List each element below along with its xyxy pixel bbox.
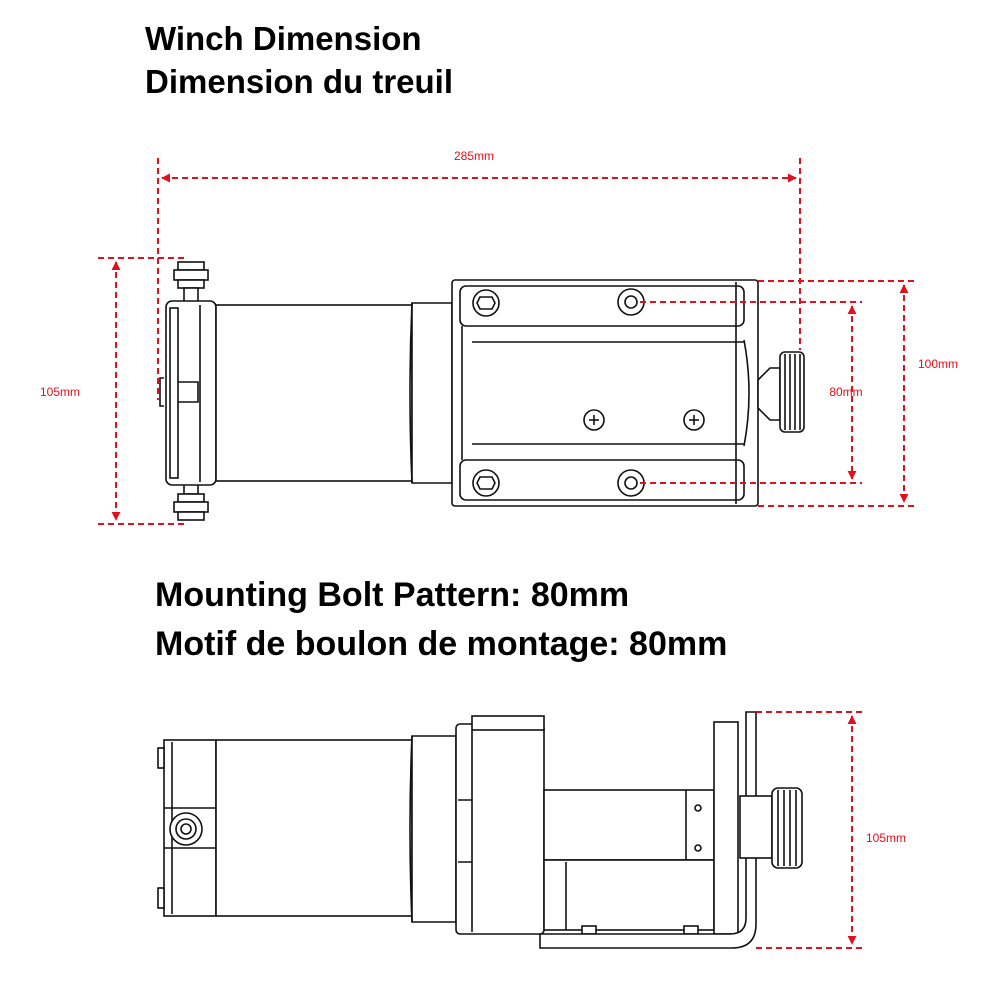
motor-end-cap: [159, 300, 225, 486]
hex-bolt-bottom: [472, 469, 500, 497]
dimension-bolt-spacing-label: 80mm: [829, 385, 862, 399]
dimension-lines-top: [98, 158, 914, 525]
winch-top-view: [159, 261, 805, 521]
dimension-lines-side: [756, 711, 864, 949]
phillips-screw-left: [583, 409, 605, 431]
winch-side-view: [157, 711, 803, 949]
phillips-screw-right: [683, 409, 705, 431]
motor-collar: [411, 302, 453, 484]
clutch-knob-top: [757, 351, 805, 433]
drum-side: [543, 789, 715, 935]
clutch-knob-side: [739, 787, 803, 869]
motor-body: [215, 304, 413, 482]
dimension-base-width-label: 100mm: [918, 357, 958, 371]
hex-bolt-top: [472, 289, 500, 317]
terminal-bolt-bottom: [173, 481, 209, 521]
dimension-length-label: 285mm: [454, 149, 494, 163]
title-english: Winch Dimension: [145, 20, 422, 57]
gear-housing-side: [455, 715, 545, 935]
bolt-pattern-french: Motif de boulon de montage: 80mm: [155, 625, 728, 663]
terminal-nut-side: [169, 812, 203, 846]
terminal-bolt-top: [173, 261, 209, 303]
dimension-height-top-label: 105mm: [40, 385, 80, 399]
gear-housing: [451, 279, 759, 507]
title-french: Dimension du treuil: [145, 63, 454, 100]
motor-body-side: [215, 739, 413, 917]
dimension-height-side-label: 105mm: [866, 831, 906, 845]
bolt-pattern-english: Mounting Bolt Pattern: 80mm: [155, 576, 630, 614]
